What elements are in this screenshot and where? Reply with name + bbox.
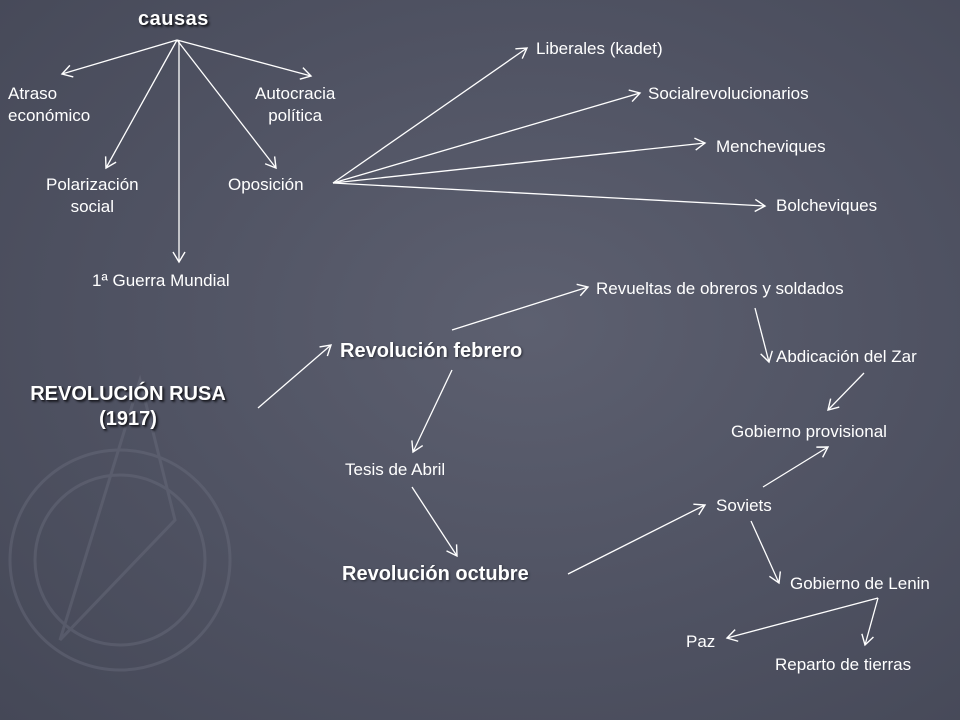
cause-polarizacion-social: Polarización social: [46, 175, 139, 216]
arrow-oposicion-liberales: [332, 47, 529, 184]
event-paz: Paz: [686, 632, 716, 651]
party-mencheviques: Mencheviques: [716, 137, 826, 156]
revolucion-octubre: Revolución octubre: [342, 563, 529, 585]
event-gobierno-lenin: Gobierno de Lenin: [790, 574, 930, 593]
arrow-febrero-tesis: [411, 369, 453, 454]
cause-autocracia-politica: Autocracia política: [255, 84, 336, 125]
event-soviets: Soviets: [716, 496, 772, 515]
event-gobierno-provisional: Gobierno provisional: [731, 422, 887, 441]
arrow-febrero-revueltas: [451, 283, 590, 331]
arrow-oposicion-mencheviques: [332, 137, 707, 184]
arrow-causas-oposicion: [176, 39, 277, 170]
cause-atraso-economico: Atraso económico: [8, 84, 91, 125]
arrow-revueltas-abdicacion: [754, 307, 773, 364]
arrow-abdicacion-gobierno-provisional: [827, 372, 865, 411]
party-liberales: Liberales (kadet): [536, 39, 663, 58]
event-revueltas: Revueltas de obreros y soldados: [596, 279, 844, 298]
arrow-causas-polarizacion: [104, 39, 178, 170]
arrow-octubre-soviets: [567, 503, 707, 575]
party-bolcheviques: Bolcheviques: [776, 196, 878, 215]
tesis-de-abril: Tesis de Abril: [345, 460, 446, 479]
revolucion-febrero: Revolución febrero: [340, 340, 523, 362]
arrow-lenin-reparto: [861, 597, 879, 647]
party-socialrevolucionarios: Socialrevolucionarios: [648, 84, 809, 103]
event-reparto-tierras: Reparto de tierras: [775, 655, 912, 674]
arrow-revolucion-febrero: [257, 344, 333, 409]
arrow-oposicion-socialrevolucionarios: [332, 89, 642, 184]
arrow-causas-autocracia: [176, 39, 313, 80]
arrow-lenin-paz: [725, 597, 879, 642]
arrow-oposicion-bolcheviques: [332, 182, 767, 213]
event-abdicacion-zar: Abdicación del Zar: [776, 347, 917, 366]
causas-title: causas: [138, 8, 209, 30]
arrow-tesis-octubre: [411, 486, 458, 558]
cause-primera-guerra-mundial: 1ª Guerra Mundial: [92, 271, 230, 290]
arrow-soviets-gobierno-provisional: [762, 446, 830, 488]
cause-oposicion: Oposición: [228, 175, 304, 194]
arrow-soviets-lenin: [750, 520, 782, 585]
main-title-revolucion-rusa: REVOLUCIÓN RUSA (1917): [30, 383, 226, 430]
arrow-causas-atraso: [60, 39, 178, 78]
